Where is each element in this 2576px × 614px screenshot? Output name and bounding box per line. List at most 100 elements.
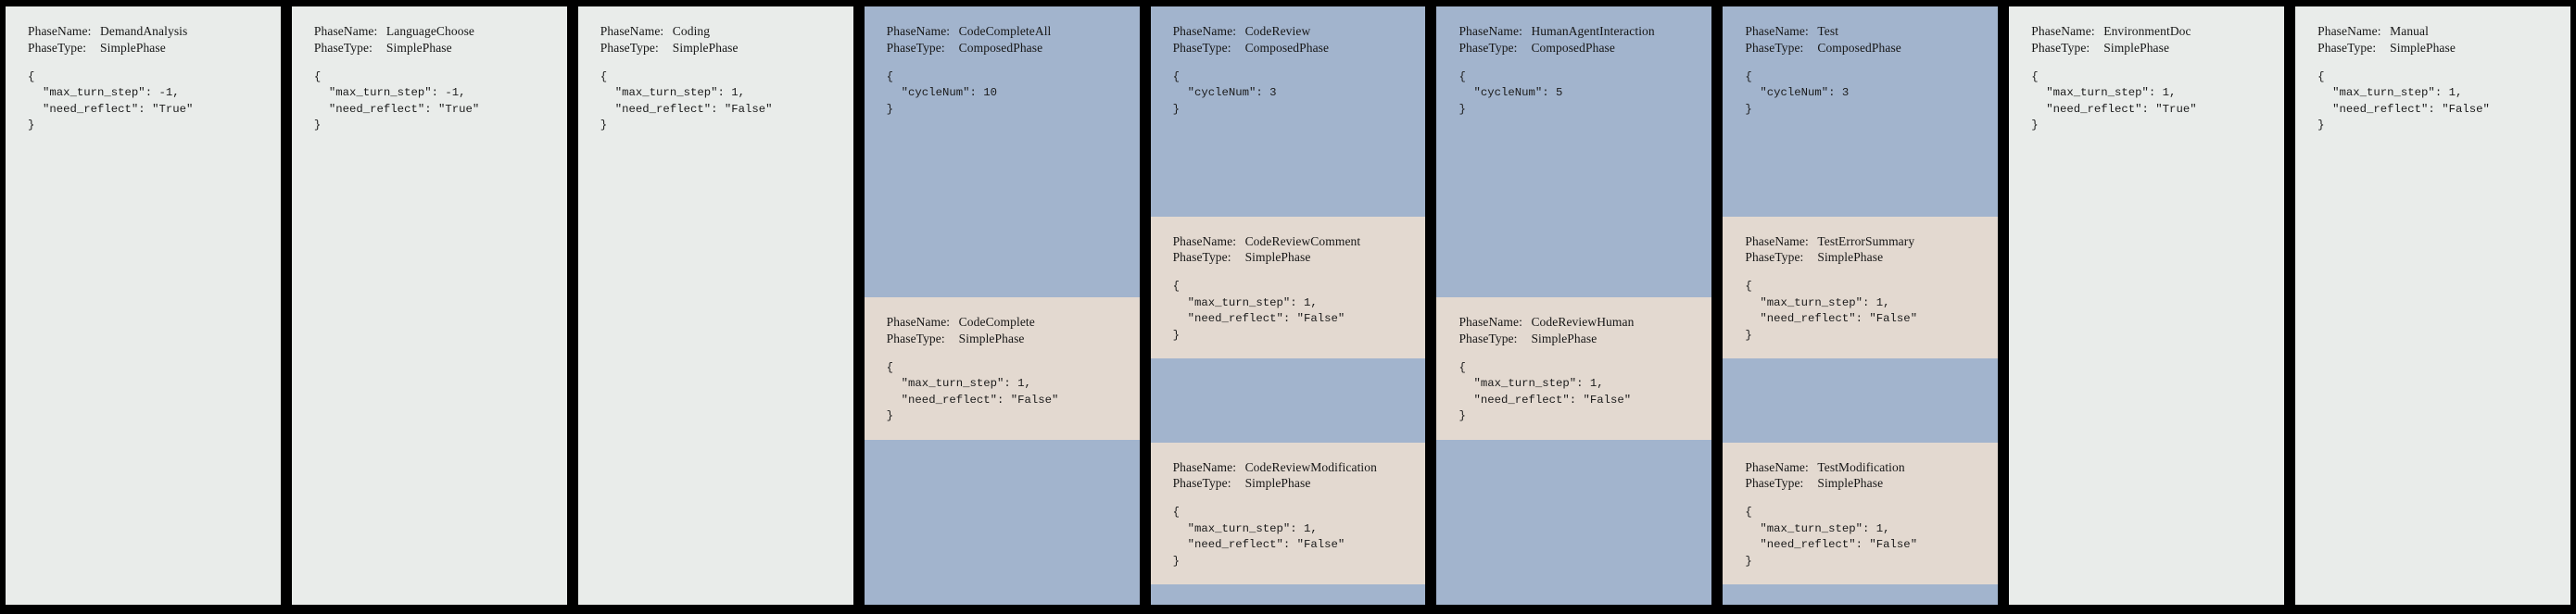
sub-phase-name-value: CodeReviewModification (1244, 459, 1377, 474)
sub-phase-type-label: PhaseType: (1745, 476, 1804, 491)
phase-type-label: PhaseType: (28, 40, 87, 55)
phase-type-label-row: PhaseType: SimplePhase (2009, 40, 2284, 56)
sub-phase-type-label-row: PhaseType:SimplePhase (1723, 249, 1998, 266)
json-close-brace: } (1458, 409, 1466, 423)
json-entry: "max_turn_step": 1, (1187, 521, 1318, 535)
phase-name-label-row: PhaseName:HumanAgentInteraction (1436, 23, 1711, 40)
phase-name-value: LanguageChoose (385, 24, 475, 38)
phase-type-value: SimplePhase (672, 40, 739, 55)
panel-filler (2009, 376, 2285, 605)
json-open-brace: { (2031, 69, 2039, 83)
json-entry: "max_turn_step": -1, (43, 86, 180, 100)
phase-name-label-row: PhaseName:Manual (2295, 23, 2570, 40)
sub-phase-config-json: {"max_turn_step": 1,"need_reflect": "Fal… (1151, 492, 1426, 584)
sub-phase-type-label-row: PhaseType:SimplePhase (1151, 475, 1426, 492)
json-entry: "need_reflect": "False" (1473, 393, 1632, 407)
composed-header-filler (1436, 132, 1712, 298)
phase-config-json: {"cycleNum": 5} (1436, 56, 1711, 132)
sub-phase-type-label-row: PhaseType:SimplePhase (865, 331, 1140, 347)
composed-header-filler (1723, 132, 1999, 217)
json-entry: "need_reflect": "False" (1760, 538, 1918, 552)
json-open-brace: { (1172, 69, 1180, 83)
sub-phase-name-label: PhaseName: (1172, 233, 1237, 248)
phase-config-json: {"cycleNum": 3} (1723, 56, 1998, 132)
json-entry: "max_turn_step": 1, (1473, 377, 1604, 391)
phase-name-value: Coding (672, 24, 711, 38)
sub-phase-name-label-row: PhaseName: CodeReviewModification (1151, 459, 1426, 476)
json-open-brace: { (2317, 69, 2325, 83)
json-open-brace: { (1745, 506, 1752, 520)
phase-type-value: SimplePhase (2103, 40, 2170, 55)
sub-phase-name-value: TestModification (1817, 459, 1905, 474)
phase-type-value: SimplePhase (385, 40, 452, 55)
sub-phase-name-label-row: PhaseName:CodeComplete (865, 314, 1140, 331)
phase-type-label-row: PhaseType:SimplePhase (578, 40, 853, 56)
sub-phase-name-label: PhaseName: (1172, 459, 1237, 474)
phase-name-label: PhaseName: (1458, 24, 1522, 38)
panel-filler (577, 376, 853, 605)
json-entry: "need_reflect": "False" (1760, 312, 1918, 326)
json-entry: "cycleNum": 5 (1473, 86, 1563, 100)
phase-type-value: ComposedPhase (1244, 40, 1330, 55)
sub-phase-separator (1723, 358, 1999, 443)
sub-phase-name-label-row: PhaseName:CodeReviewHuman (1436, 314, 1711, 331)
json-close-brace: } (28, 118, 35, 132)
json-entry: "max_turn_step": 1, (1760, 295, 1890, 309)
phase-type-label: PhaseType: (1745, 40, 1804, 55)
sub-phase-config-json: {"max_turn_step": 1,"need_reflect": "Fal… (1723, 266, 1998, 358)
sub-phase-name-label: PhaseName: (886, 315, 951, 330)
json-close-brace: } (2317, 118, 2325, 132)
json-entry: "need_reflect": "False" (1187, 312, 1345, 326)
phase-name-label-row: PhaseName:CodeReview (1151, 23, 1426, 40)
sub-phase-config-json: {"max_turn_step": 1,"need_reflect": "Fal… (1151, 266, 1426, 358)
json-close-brace: } (1172, 102, 1180, 116)
json-entry: "max_turn_step": -1, (328, 86, 466, 100)
json-close-brace: } (886, 409, 894, 423)
phase-config-json: {"cycleNum": 10} (865, 56, 1140, 132)
sub-phase-name-label: PhaseName: (1745, 459, 1809, 474)
phase-type-value: SimplePhase (100, 40, 166, 55)
sub-phase-name-value: CodeReviewHuman (1531, 315, 1635, 330)
sub-phase-type-value: SimplePhase (1817, 476, 1884, 491)
phase-name-label: PhaseName: (2317, 24, 2381, 38)
json-entry: "need_reflect": "True" (2046, 102, 2197, 116)
composed-footer-strip (1150, 584, 1426, 605)
phase-type-value: ComposedPhase (1531, 40, 1615, 55)
phase-type-value: SimplePhase (2390, 40, 2456, 55)
phase-type-label: PhaseType: (886, 40, 945, 55)
json-close-brace: } (1745, 102, 1752, 116)
json-entry: "need_reflect": "True" (43, 102, 194, 116)
panel-filler (2295, 376, 2571, 605)
sub-phase-type-value: SimplePhase (1817, 250, 1884, 265)
json-open-brace: { (1458, 360, 1466, 374)
composed-footer-filler (1436, 439, 1712, 605)
sub-phase-type-label-row: PhaseType: SimplePhase (1723, 475, 1998, 492)
phase-name-label: PhaseName: (28, 24, 92, 38)
phase-type-label: PhaseType: (2031, 40, 2090, 55)
phase-name-label-row: PhaseName:Test (1723, 23, 1998, 40)
json-open-brace: { (886, 360, 894, 374)
phase-name-label: PhaseName: (600, 24, 664, 38)
sub-phase-type-label: PhaseType: (1172, 476, 1231, 491)
sub-phase-type-label: PhaseType: (1172, 250, 1231, 265)
phase-type-label: PhaseType: (2317, 40, 2377, 55)
json-entry: "max_turn_step": 1, (1760, 521, 1890, 535)
